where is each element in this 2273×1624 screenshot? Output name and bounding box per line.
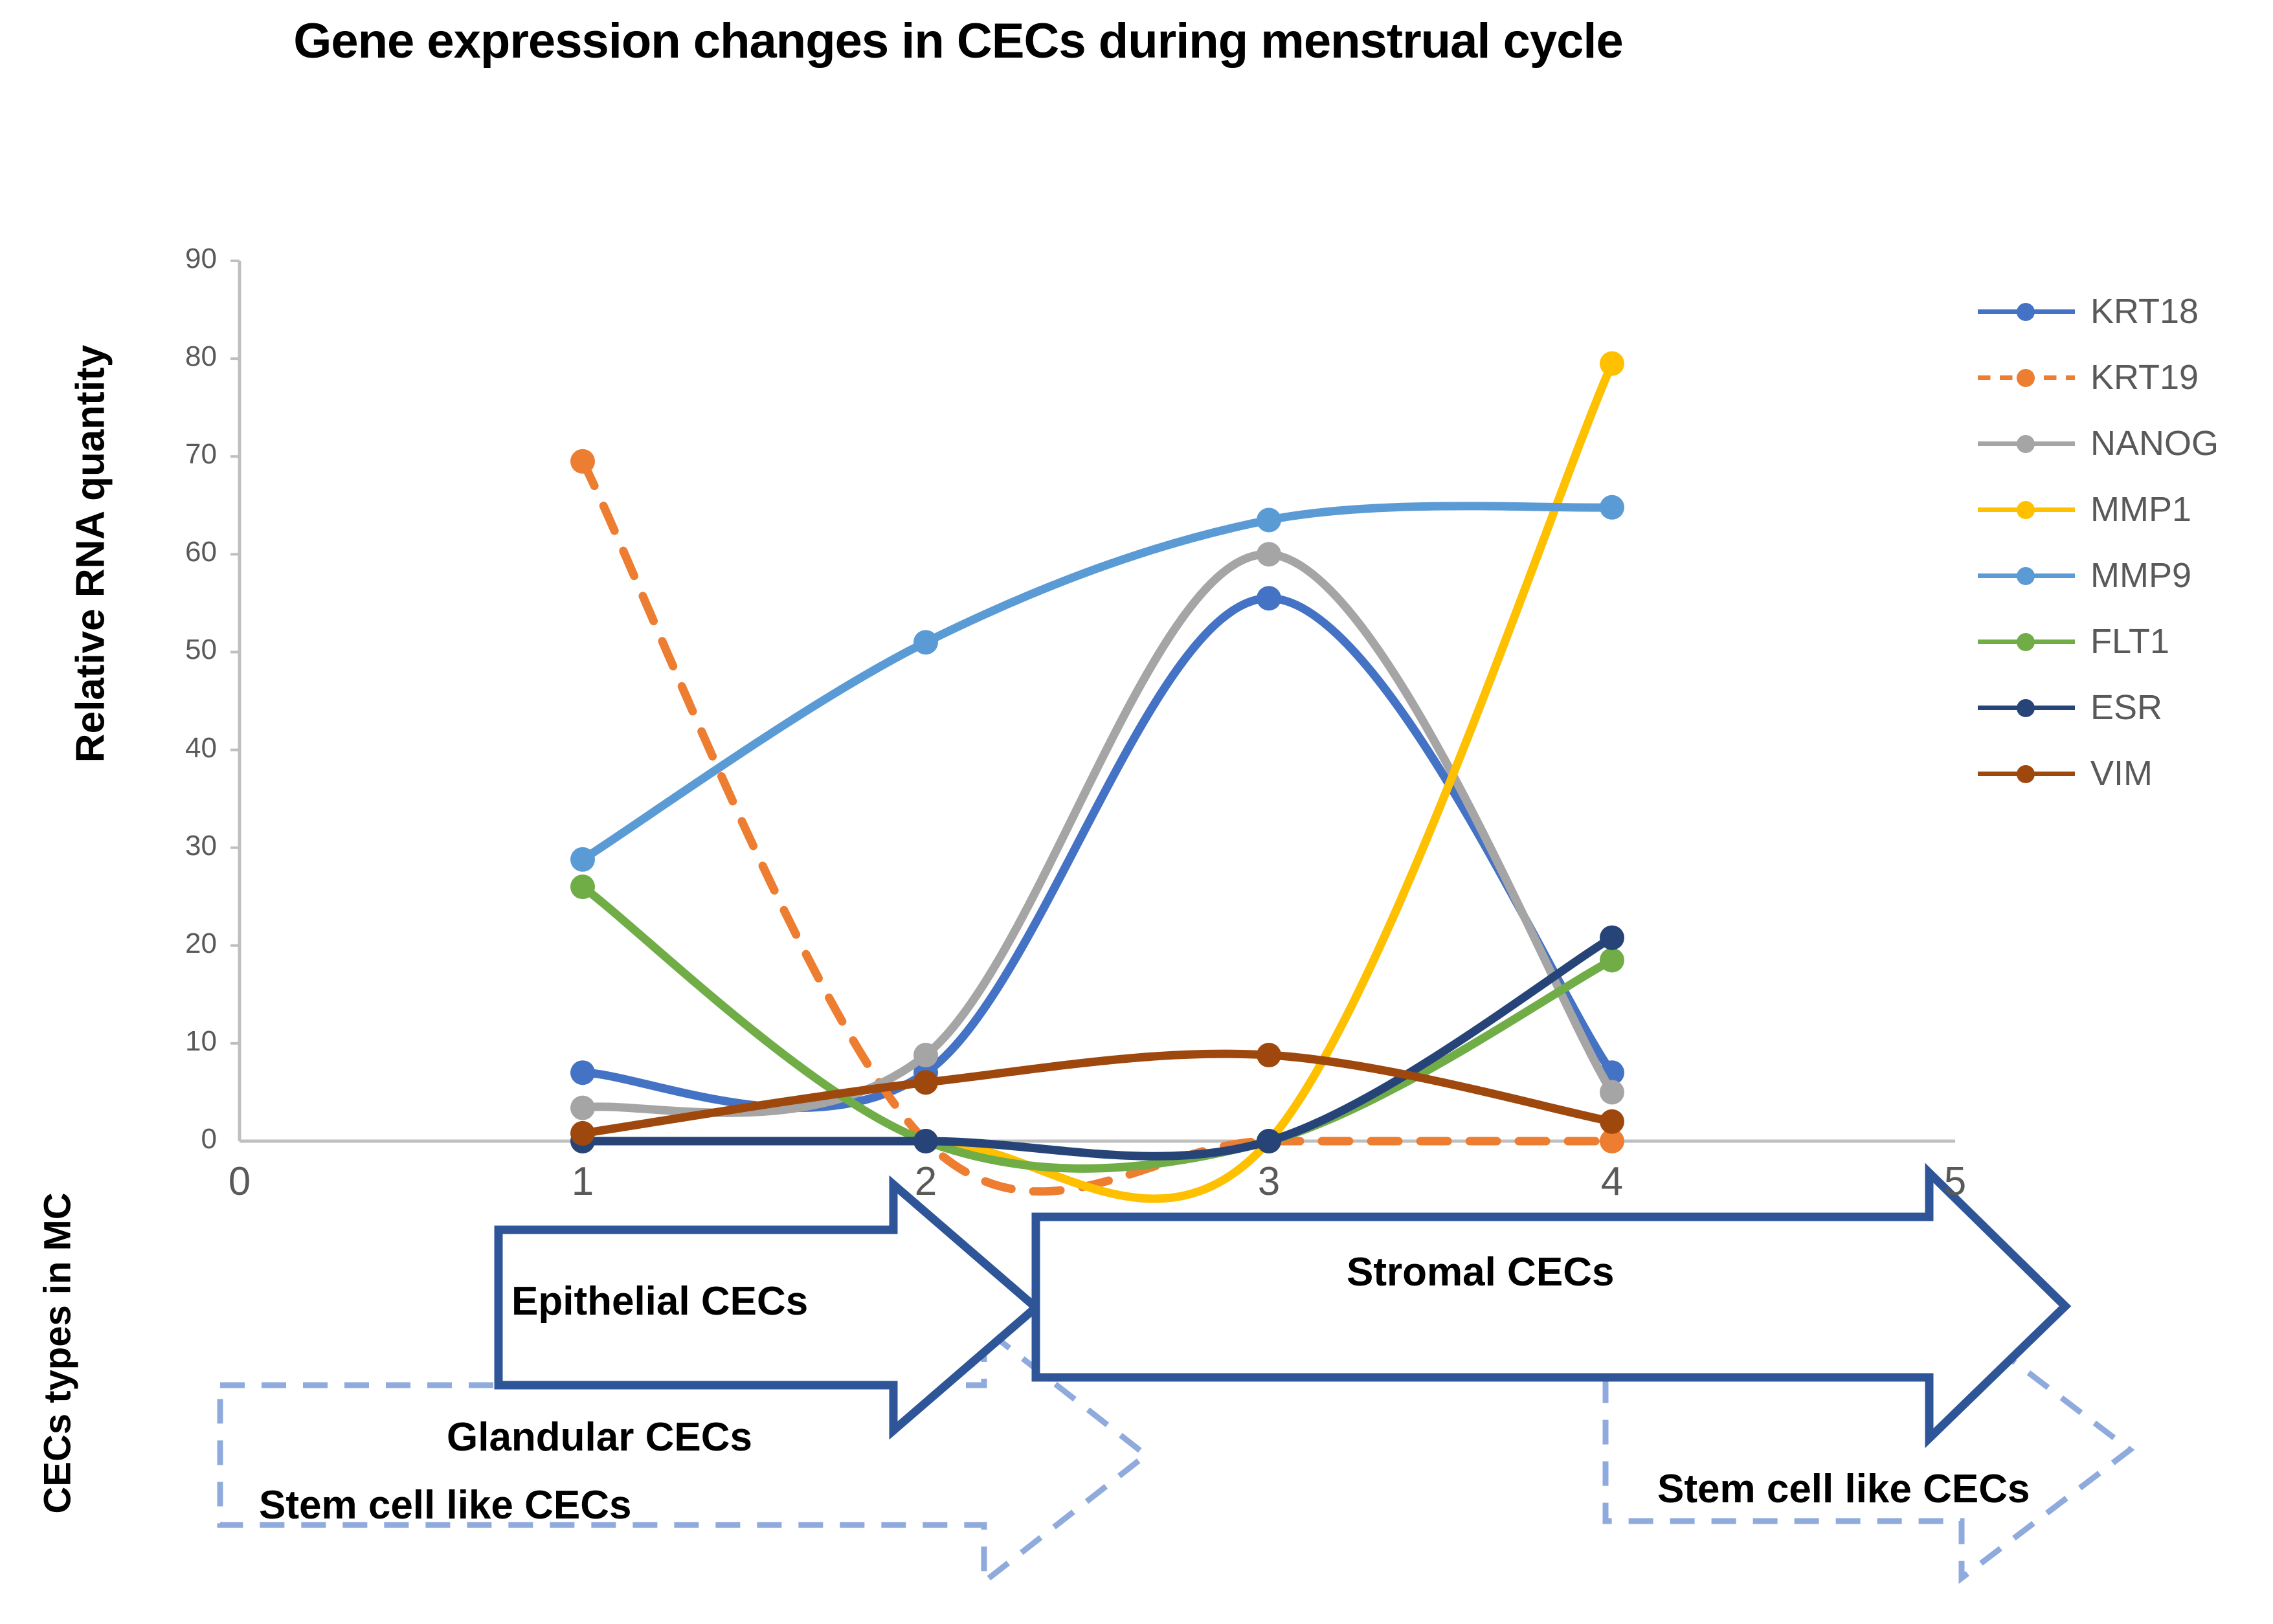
y-tick-label: 30 <box>185 829 217 862</box>
series-mmp9 <box>570 495 1624 872</box>
annotation-epithelial-cecs: Epithelial CECs <box>511 1279 809 1324</box>
legend-label: MMP9 <box>2090 556 2192 595</box>
data-point <box>1600 351 1624 376</box>
solid-arrow-epithelial <box>494 1175 1042 1440</box>
data-point <box>570 449 595 474</box>
legend-item-mmp1[interactable]: MMP1 <box>1978 476 2273 542</box>
legend-item-vim[interactable]: VIM <box>1978 740 2273 806</box>
legend-label: VIM <box>2090 754 2153 793</box>
series-nanog <box>570 542 1624 1120</box>
legend-marker-icon <box>2017 369 2035 387</box>
annotation-arrow-layer <box>217 1162 2135 1588</box>
legend-swatch-mmp1 <box>1978 500 2075 519</box>
legend-swatch-krt18 <box>1978 302 2075 321</box>
legend-item-esr[interactable]: ESR <box>1978 674 2273 740</box>
series-line-flt1 <box>578 882 1617 1173</box>
y-tick-label: 0 <box>201 1123 217 1155</box>
series-line-esr <box>578 933 1617 1161</box>
legend-item-mmp9[interactable]: MMP9 <box>1978 542 2273 608</box>
series-line-mmp9 <box>578 502 1617 864</box>
data-point <box>1600 1129 1624 1153</box>
legend-swatch-krt19 <box>1978 368 2075 387</box>
data-point <box>913 1043 938 1068</box>
y-tick-label: 70 <box>185 438 217 471</box>
legend-marker-icon <box>2017 303 2035 321</box>
legend-marker-icon <box>2017 501 2035 519</box>
y-tick-label: 40 <box>185 731 217 764</box>
y-tick-label: 10 <box>185 1025 217 1057</box>
data-point <box>570 847 595 872</box>
x-tick-label: 3 <box>1257 1159 1281 1204</box>
legend-swatch-esr <box>1978 698 2075 717</box>
data-point <box>1257 1129 1281 1153</box>
x-tick-label: 0 <box>228 1159 251 1204</box>
data-point <box>570 1095 595 1120</box>
y-tick-label: 80 <box>185 340 217 373</box>
data-point <box>913 630 938 655</box>
series-line-krt19 <box>578 457 1617 1196</box>
data-point <box>1600 495 1624 520</box>
y-axis-ticks <box>230 260 240 1045</box>
y-tick-label: 60 <box>185 536 217 568</box>
data-point <box>1600 948 1624 973</box>
data-point <box>1600 1109 1624 1134</box>
series-vim <box>570 1043 1624 1146</box>
legend-marker-icon <box>2017 633 2035 651</box>
page-title: Gene expression changes in CECs during m… <box>293 14 1624 69</box>
data-point <box>570 1120 595 1146</box>
y-tick-label: 20 <box>185 927 217 959</box>
legend-label: ESR <box>2090 688 2163 727</box>
x-tick-label: 2 <box>914 1159 937 1204</box>
series-line-nanog <box>578 550 1617 1117</box>
series-krt18 <box>570 586 1624 1112</box>
x-tick-label: 4 <box>1600 1159 1624 1204</box>
solid-arrow-stromal <box>1031 1162 2072 1449</box>
data-point <box>1257 542 1281 567</box>
annotation-glandular-cecs: Glandular CECs <box>447 1415 752 1460</box>
data-point <box>570 1060 595 1085</box>
x-tick-label: 5 <box>1943 1159 1967 1204</box>
data-point <box>1257 586 1281 611</box>
legend-marker-icon <box>2017 567 2035 585</box>
x-tick-label: 1 <box>571 1159 594 1204</box>
legend-swatch-flt1 <box>1978 632 2075 651</box>
legend-marker-icon <box>2017 699 2035 717</box>
legend-marker-icon <box>2017 435 2035 453</box>
y-tick-label: 50 <box>185 634 217 666</box>
legend-item-krt18[interactable]: KRT18 <box>1978 278 2273 344</box>
y-tick-label: 90 <box>185 243 217 274</box>
series-flt1 <box>570 874 1624 1173</box>
legend-item-krt19[interactable]: KRT19 <box>1978 344 2273 410</box>
series-esr <box>570 925 1624 1161</box>
legend-item-flt1[interactable]: FLT1 <box>1978 608 2273 674</box>
series-layer <box>570 351 1624 1203</box>
legend-label: KRT19 <box>2090 358 2199 397</box>
data-point <box>1600 1080 1624 1105</box>
legend-item-nanog[interactable]: NANOG <box>1978 410 2273 476</box>
legend-marker-icon <box>2017 765 2035 783</box>
data-point <box>570 874 595 900</box>
legend-swatch-nanog <box>1978 434 2075 453</box>
dashed-arrow-left <box>217 1322 1151 1588</box>
legend-label: NANOG <box>2090 424 2219 463</box>
annotation-stem-cell-like-cecs-left: Stem cell like CECs <box>259 1483 632 1528</box>
data-point <box>913 1129 938 1153</box>
data-point <box>1257 507 1281 533</box>
legend-label: FLT1 <box>2090 622 2170 661</box>
data-point <box>913 1070 938 1095</box>
data-point <box>1600 925 1624 950</box>
annotation-stem-cell-like-cecs-right: Stem cell like CECs <box>1657 1467 2030 1511</box>
annotation-stromal-cecs: Stromal CECs <box>1347 1250 1615 1295</box>
series-line-krt18 <box>578 594 1617 1112</box>
legend-label: KRT18 <box>2090 292 2199 331</box>
legend-swatch-mmp9 <box>1978 566 2075 585</box>
series-line-vim <box>578 1049 1617 1138</box>
legend-label: MMP1 <box>2090 490 2192 529</box>
data-point <box>1257 1043 1281 1068</box>
legend-swatch-vim <box>1978 764 2075 783</box>
